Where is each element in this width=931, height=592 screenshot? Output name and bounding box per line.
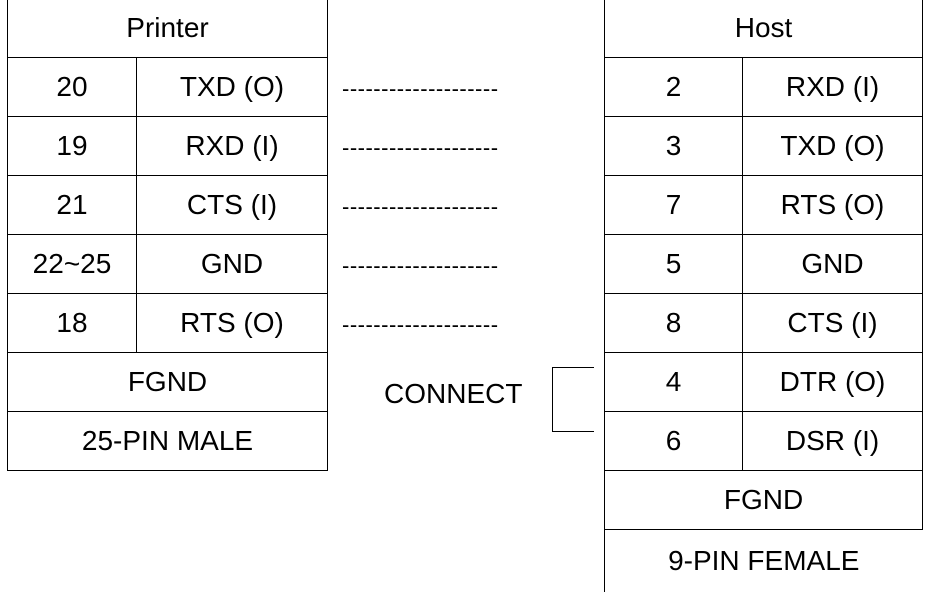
host-signal: TXD (O) (741, 116, 924, 176)
host-pin: 6 (604, 411, 743, 471)
link-line: -------------------- (342, 312, 499, 337)
printer-pin: 20 (7, 57, 137, 117)
printer-signal: RTS (O) (136, 293, 328, 353)
host-header: Host (603, 0, 924, 58)
host-row: 6 DSR (I) (604, 411, 924, 471)
host-row: 7 RTS (O) (604, 175, 924, 235)
host-row: 8 CTS (I) (604, 293, 924, 353)
printer-pin: 21 (7, 175, 137, 235)
link-line: -------------------- (342, 194, 499, 219)
host-signal: DSR (I) (741, 411, 924, 471)
connect-label: CONNECT (384, 378, 523, 409)
host-row: 2 RXD (I) (604, 57, 924, 117)
host-connector-type: 9-PIN FEMALE (603, 529, 923, 592)
link-line: -------------------- (342, 253, 499, 278)
link-line: -------------------- (342, 76, 499, 101)
printer-pin: 18 (7, 293, 137, 353)
printer-signal: CTS (I) (136, 175, 328, 235)
link-line: -------------------- (342, 135, 499, 160)
printer-fgnd: FGND (7, 352, 328, 412)
host-signal: CTS (I) (741, 293, 924, 353)
host-pin: 5 (604, 234, 743, 294)
printer-row: 18 RTS (O) (7, 293, 328, 353)
printer-signal: GND (136, 234, 328, 294)
printer-row: 22~25 GND (7, 234, 328, 294)
host-row: 3 TXD (O) (604, 116, 924, 176)
host-pinout-table: Host 2 RXD (I) 3 TXD (O) 7 RTS (O) 5 GND… (603, 0, 924, 592)
host-signal: RXD (I) (741, 57, 924, 117)
host-pin: 8 (604, 293, 743, 353)
host-row: 5 GND (604, 234, 924, 294)
printer-signal: RXD (I) (136, 116, 328, 176)
printer-header: Printer (7, 0, 328, 58)
host-fgnd: FGND (603, 470, 924, 530)
host-pin: 4 (604, 352, 743, 412)
connect-bracket (552, 367, 594, 432)
printer-row: 21 CTS (I) (7, 175, 328, 235)
printer-connector-type: 25-PIN MALE (7, 411, 328, 471)
host-pin: 3 (604, 116, 743, 176)
host-pin: 2 (604, 57, 743, 117)
host-pin: 7 (604, 175, 743, 235)
host-signal: RTS (O) (741, 175, 924, 235)
printer-pinout-table: Printer 20 TXD (O) 19 RXD (I) 21 CTS (I)… (7, 0, 328, 471)
printer-row: 19 RXD (I) (7, 116, 328, 176)
host-row: 4 DTR (O) (604, 352, 924, 412)
printer-pin: 22~25 (7, 234, 137, 294)
host-signal: DTR (O) (741, 352, 924, 412)
printer-signal: TXD (O) (136, 57, 328, 117)
printer-row: 20 TXD (O) (7, 57, 328, 117)
printer-pin: 19 (7, 116, 137, 176)
host-signal: GND (741, 234, 924, 294)
